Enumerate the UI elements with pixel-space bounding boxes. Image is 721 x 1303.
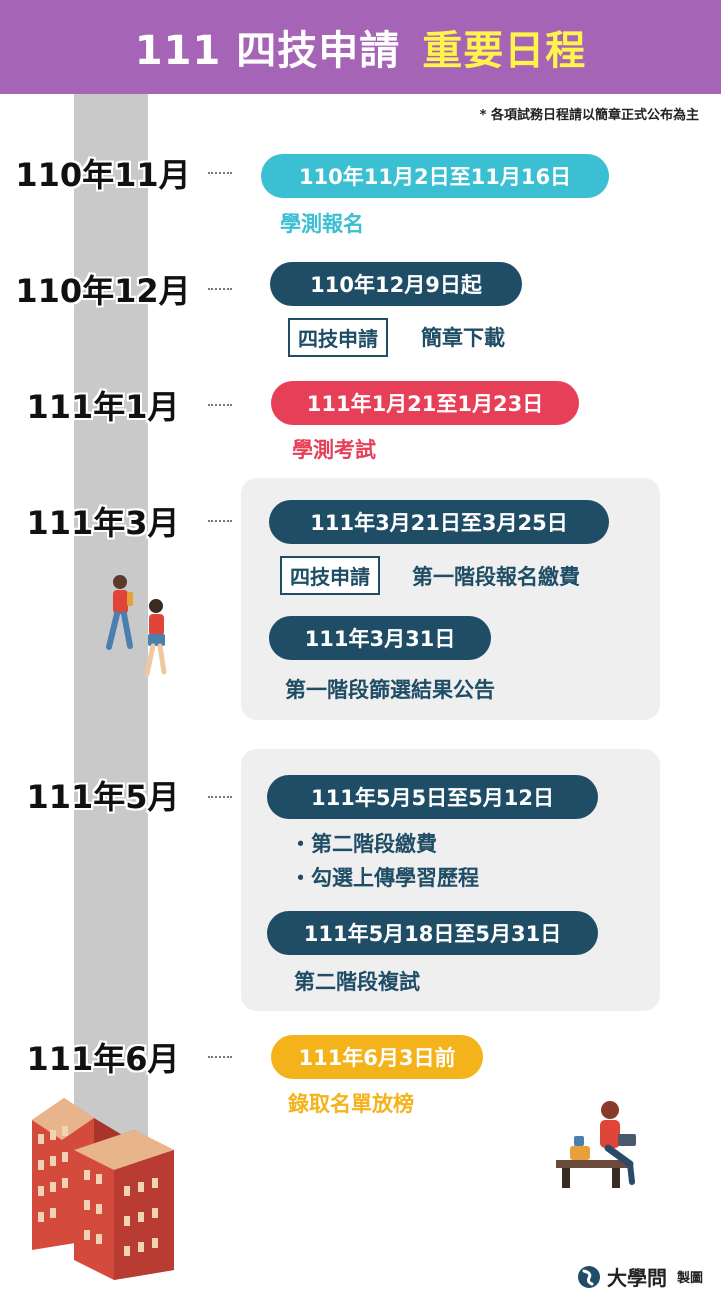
disclaimer-note: * 各項試務日程請以簡章正式公布為主: [479, 108, 699, 123]
category-tag: 四技申請: [280, 556, 380, 595]
connector-dots: [208, 796, 232, 798]
connector-dots: [208, 520, 232, 522]
students-walking-illustration: [106, 575, 167, 677]
date-pill: 110年11月2日至11月16日: [261, 154, 609, 198]
month-label: 111年6月: [26, 1040, 180, 1078]
event-desc: 錄取名單放榜: [288, 1092, 414, 1116]
date-pill: 111年5月5日至5月12日: [267, 775, 598, 819]
month-label: 111年5月: [26, 778, 180, 816]
date-pill: 111年3月21日至3月25日: [269, 500, 609, 544]
student-reading-on-bench-illustration: [556, 1101, 636, 1188]
connector-dots: [208, 172, 232, 174]
category-tag: 四技申請: [288, 318, 388, 357]
brand-logo: 大學問 製圖: [577, 1262, 703, 1291]
bullet-item: ・勾選上傳學習歷程: [290, 866, 479, 890]
event-desc: 學測考試: [292, 438, 376, 462]
logo-icon: [577, 1265, 600, 1288]
connector-dots: [208, 288, 232, 290]
page-title: 111 四技申請 重要日程: [0, 0, 721, 94]
month-label: 111年1月: [26, 388, 180, 426]
date-pill: 111年1月21至1月23日: [271, 381, 579, 425]
school-building-illustration: [32, 1098, 174, 1280]
month-label: 111年3月: [26, 504, 180, 542]
month-label: 110年12月: [15, 272, 191, 310]
logo-made-by: 製圖: [676, 1271, 703, 1286]
connector-dots: [208, 1056, 232, 1058]
date-pill-secondary: 111年3月31日: [269, 616, 491, 660]
date-pill: 111年6月3日前: [271, 1035, 483, 1079]
event-desc-secondary: 第二階段複試: [294, 970, 420, 994]
event-desc: 學測報名: [280, 212, 364, 236]
header-bar: [0, 0, 721, 94]
logo-name: 大學問: [606, 1266, 667, 1290]
month-label: 110年11月: [15, 156, 191, 194]
event-desc-secondary: 第一階段篩選結果公告: [285, 678, 495, 702]
title-accent: 重要日程: [422, 28, 587, 74]
event-desc: 第一階段報名繳費: [412, 565, 580, 589]
title-main: 111 四技申請: [134, 28, 401, 74]
event-desc: 簡章下載: [421, 326, 505, 350]
connector-dots: [208, 404, 232, 406]
date-pill-secondary: 111年5月18日至5月31日: [267, 911, 598, 955]
bullet-item: ・第二階段繳費: [290, 832, 437, 856]
date-pill: 110年12月9日起: [270, 262, 522, 306]
